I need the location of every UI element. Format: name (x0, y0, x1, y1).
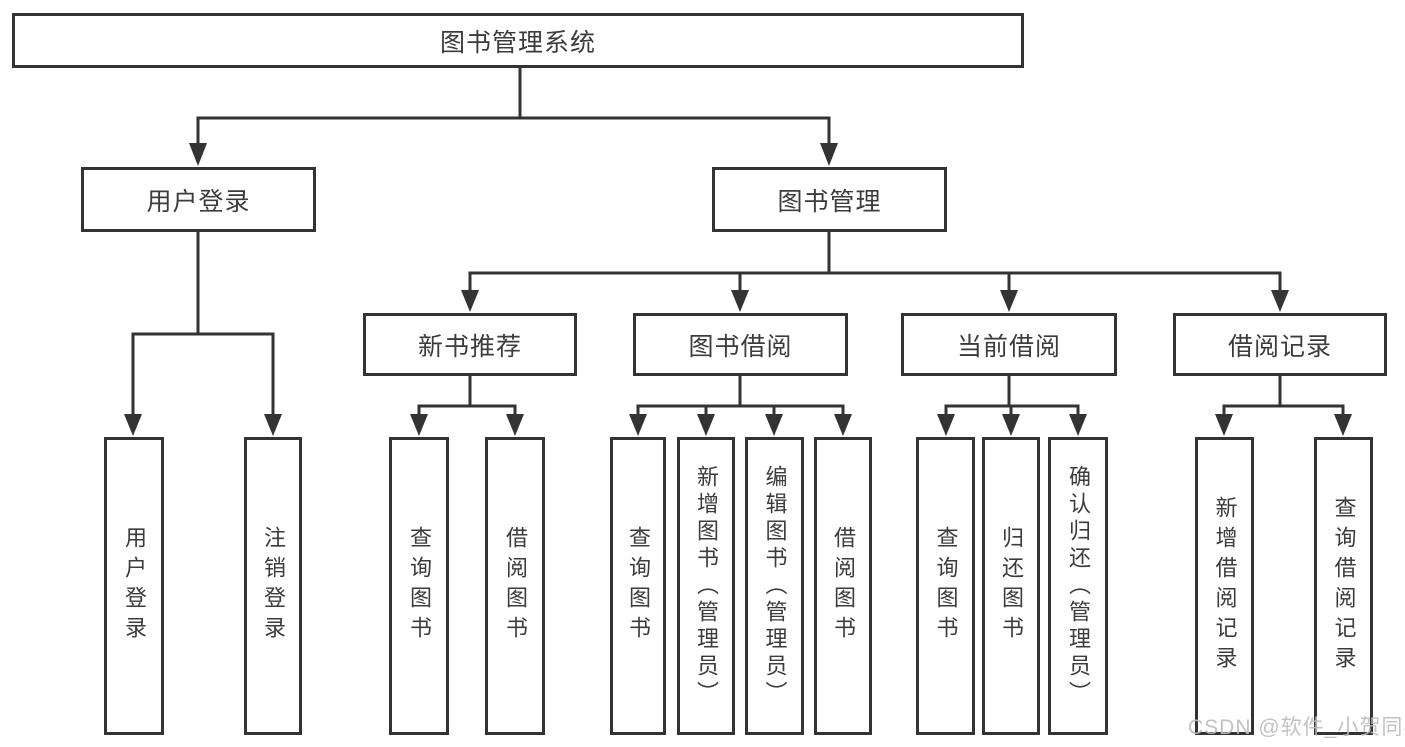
arrowhead (937, 414, 955, 436)
arrowhead (461, 290, 479, 312)
connector-bookborrow-to-leaves (629, 376, 852, 436)
node-new-book-recommendation: 新书推荐 (363, 313, 577, 376)
connector-records-to-leaves (1215, 376, 1352, 436)
leaf-edit-books-admin: 编辑图书（管理员） (745, 437, 804, 735)
arrowhead (1069, 414, 1087, 436)
arrowhead (506, 414, 524, 436)
leaf-add-books-admin: 新增图书（管理员） (677, 437, 735, 735)
leaf-add-borrow-record: 新增借阅记录 (1195, 437, 1254, 735)
arrowhead (1215, 414, 1233, 436)
node-current-borrowing: 当前借阅 (901, 313, 1117, 376)
leaf-query-borrow-record: 查询借阅记录 (1314, 437, 1373, 735)
arrowhead (1002, 414, 1020, 436)
node-book-management: 图书管理 (712, 167, 947, 232)
leaf-logout: 注销登录 (244, 437, 302, 735)
connector-management-to-level3 (461, 232, 1289, 312)
arrowhead (410, 414, 428, 436)
node-library-management-system: 图书管理系统 (12, 13, 1024, 68)
leaf-borrow-books-borrowing: 借阅图书 (814, 437, 872, 735)
leaf-borrow-books-newbook: 借阅图书 (485, 437, 545, 735)
arrowhead (731, 290, 749, 312)
connector-current-to-leaves (937, 376, 1087, 436)
connector-root-to-level2 (189, 68, 838, 166)
arrowhead (1271, 290, 1289, 312)
leaf-user-login: 用户登录 (104, 437, 164, 735)
connector-newbook-to-leaves (410, 376, 524, 436)
leaf-query-books-current: 查询图书 (916, 437, 975, 735)
arrowhead (834, 414, 852, 436)
arrowhead (765, 414, 783, 436)
arrowhead (1000, 290, 1018, 312)
node-borrowing-records: 借阅记录 (1173, 313, 1387, 376)
arrowhead (1334, 414, 1352, 436)
leaf-confirm-return-admin: 确认归还（管理员） (1048, 437, 1108, 735)
connector-login-to-leaves (124, 232, 282, 436)
arrowhead (629, 414, 647, 436)
leaf-query-books-newbook: 查询图书 (389, 437, 449, 735)
arrowhead (189, 143, 207, 166)
leaf-query-books-borrowing: 查询图书 (610, 437, 666, 735)
arrowhead (820, 143, 838, 166)
node-user-login: 用户登录 (81, 167, 316, 232)
arrowhead (697, 414, 715, 436)
csdn-watermark: CSDN @软件_小贺同学 (1188, 716, 1405, 739)
node-book-borrowing: 图书借阅 (633, 313, 848, 376)
arrowhead (124, 414, 142, 436)
arrowhead (264, 414, 282, 436)
leaf-return-books: 归还图书 (982, 437, 1040, 735)
